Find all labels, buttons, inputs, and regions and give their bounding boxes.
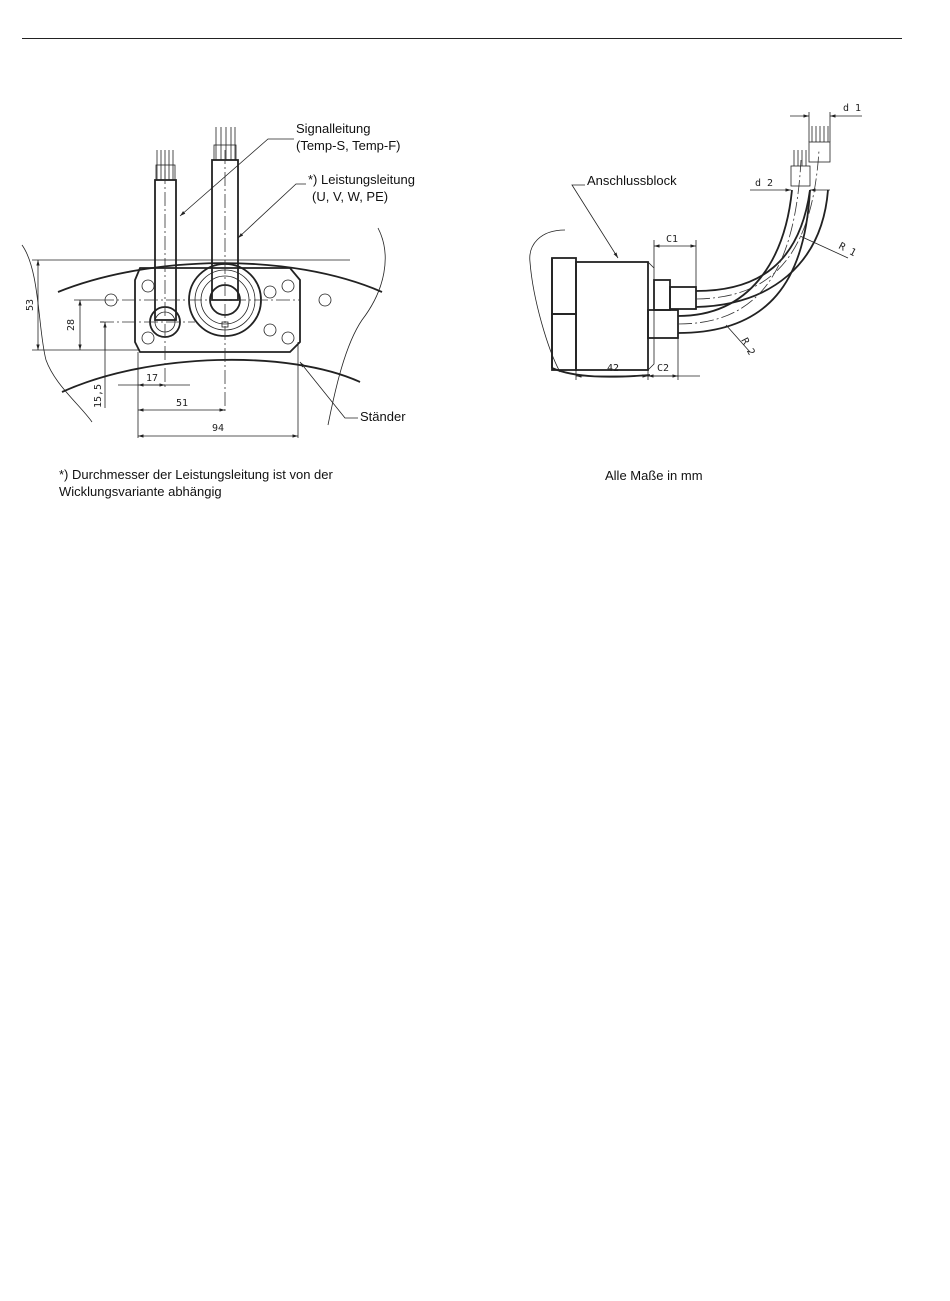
dim-label-r1: R 1 xyxy=(837,241,858,259)
block-cap-bottom xyxy=(552,314,576,370)
stator-break-left xyxy=(22,245,92,422)
gland-upper xyxy=(654,280,670,310)
label-signal: Signalleitung (Temp-S, Temp-F) xyxy=(296,121,401,153)
screw-hole xyxy=(264,286,276,298)
label-stander: Ständer xyxy=(360,409,406,424)
stator-break-side xyxy=(530,230,565,372)
gland-upper-nut xyxy=(670,287,696,309)
gland-lower xyxy=(648,310,678,338)
power-cable-wires-side xyxy=(812,126,828,142)
front-view: 53 28 15,5 17 51 94 Signalleitung (Temp-… xyxy=(22,121,419,438)
terminal-block-body xyxy=(576,262,648,370)
stator-hole xyxy=(319,294,331,306)
screw-hole xyxy=(142,332,154,344)
stator-break-right xyxy=(328,228,385,425)
signal-cable xyxy=(155,180,176,320)
dim-label-42: 42 xyxy=(607,363,619,374)
stator-inner-arc xyxy=(62,360,360,392)
dim-label-94: 94 xyxy=(212,423,224,434)
screw-hole xyxy=(282,332,294,344)
block-cap-top xyxy=(552,258,576,314)
dim-label-17: 17 xyxy=(146,373,158,384)
label-signal-line2: (Temp-S, Temp-F) xyxy=(296,138,401,153)
signal-cable-side-bottom xyxy=(678,190,810,333)
dim-label-51: 51 xyxy=(176,398,188,409)
dim-label-c1: C1 xyxy=(666,234,678,245)
signal-cable-wires-side xyxy=(794,150,806,166)
units-note: Alle Maße in mm xyxy=(605,467,703,484)
leader-power xyxy=(238,184,306,238)
screw-hole xyxy=(264,324,276,336)
label-power-line1: *) Leistungsleitung xyxy=(308,172,415,187)
label-block: Anschlussblock xyxy=(587,173,677,188)
footnote-line2: Wicklungsvariante abhängig xyxy=(59,483,333,500)
stator-side-outline xyxy=(552,258,650,377)
label-signal-line1: Signalleitung xyxy=(296,121,370,136)
dim-label-53: 53 xyxy=(25,299,36,311)
dim-label-r2: R 2 xyxy=(738,336,756,357)
dim-label-15-5: 15,5 xyxy=(93,384,104,408)
power-cable-side-top xyxy=(696,190,810,291)
dim-label-c2: C2 xyxy=(657,363,669,374)
side-view: d 1 d 2 R 1 R 2 C1 42 C2 Anschlussblock xyxy=(530,103,862,380)
dim-label-d1: d 1 xyxy=(843,103,861,114)
label-power: *) Leistungsleitung (U, V, W, PE) xyxy=(308,172,419,204)
power-cable-end xyxy=(809,142,830,162)
leader-signal xyxy=(180,139,294,216)
leader-block xyxy=(572,185,618,258)
footnote: *) Durchmesser der Leistungsleitung ist … xyxy=(59,466,333,500)
screw-hole xyxy=(142,280,154,292)
dim-label-d2: d 2 xyxy=(755,178,773,189)
footnote-line1: *) Durchmesser der Leistungsleitung ist … xyxy=(59,466,333,483)
dim-label-28: 28 xyxy=(66,319,77,331)
screw-hole xyxy=(282,280,294,292)
terminal-flange xyxy=(135,268,300,352)
signal-cable-sleeve xyxy=(156,165,175,180)
label-power-line2: (U, V, W, PE) xyxy=(312,189,388,204)
terminal-block-edge xyxy=(648,262,654,370)
power-cable-wires xyxy=(216,127,235,160)
